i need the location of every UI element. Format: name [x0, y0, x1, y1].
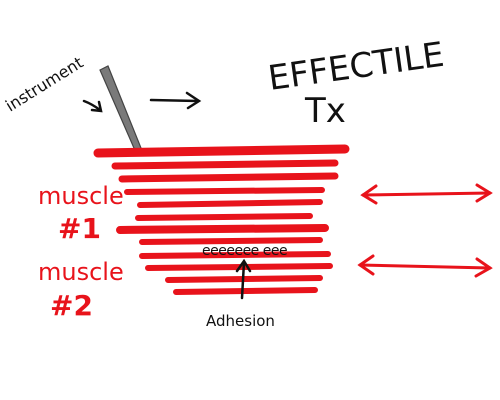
title-line-1: EFFECTILE [266, 35, 447, 99]
muscle-1-movement-arrow [360, 183, 493, 205]
fiber [137, 199, 323, 208]
fiber [139, 251, 331, 259]
fiber-divider [116, 224, 329, 234]
muscle-1-label-word: muscle [38, 182, 124, 210]
muscle-2-label-word: muscle [38, 258, 124, 286]
adhesion-marks: eeeeeee eee [202, 243, 287, 259]
instrument-label: instrument [2, 53, 86, 116]
adhesion-pointer-arrow [235, 258, 252, 300]
fiber [118, 172, 339, 183]
muscle-2-movement-arrow [357, 254, 493, 278]
fiber [135, 213, 313, 221]
muscle-fibers [93, 144, 350, 295]
adhesion-label: Adhesion [206, 312, 275, 330]
direction-arrow [149, 91, 202, 110]
title-line-2: Tx [304, 91, 346, 131]
muscle-2-label-number: #2 [50, 289, 93, 322]
muscle-1-label-number: #1 [58, 212, 101, 245]
fiber [111, 159, 339, 170]
fiber [139, 237, 323, 245]
fiber [124, 187, 325, 195]
fiber-top [93, 144, 350, 158]
fiber [173, 287, 318, 295]
instrument-icon [99, 65, 144, 156]
instrument-pointer-arrow [82, 99, 103, 113]
